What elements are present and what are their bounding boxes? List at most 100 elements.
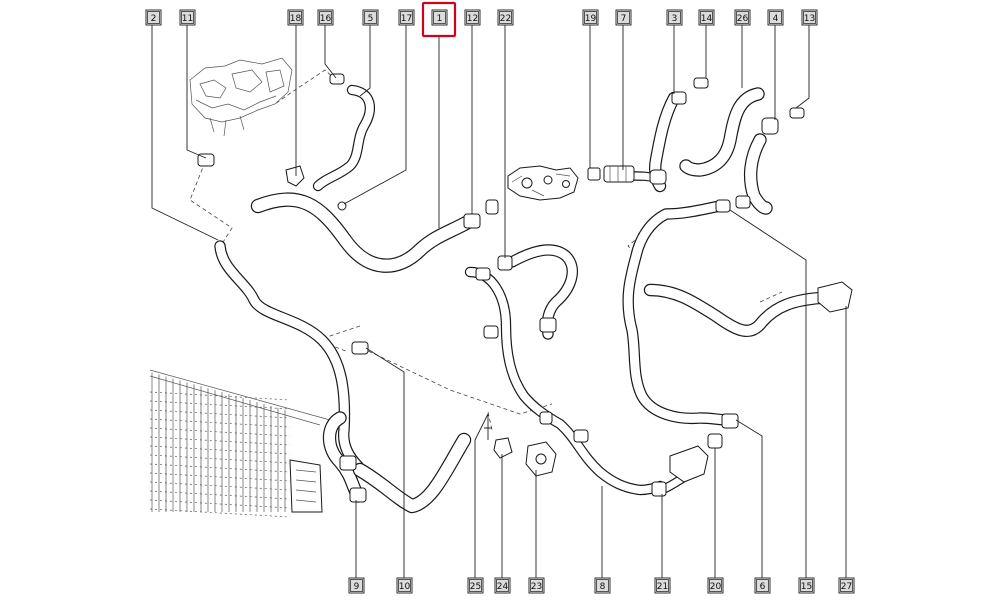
callout-16[interactable]: 16 [317,9,334,26]
callout-label: 13 [804,14,815,24]
clamp-15b [735,195,751,209]
clamp-9b [349,487,367,503]
callout-label: 2 [151,14,157,24]
hose-4 [743,133,773,215]
clamp-20 [707,433,723,449]
callout-label: 17 [401,14,412,24]
callout-17[interactable]: 17 [398,9,415,26]
callout-23[interactable]: 23 [528,577,545,594]
sleeve-12 [485,199,499,215]
connector-3 [649,169,667,185]
callout-8[interactable]: 8 [594,577,611,594]
callout-label: 26 [737,14,749,24]
connector-27 [817,281,853,313]
callout-label: 6 [760,582,766,592]
clamp-21 [651,481,667,497]
leader-lines [151,25,847,578]
clamp-22 [497,255,513,271]
seal-19 [587,167,601,181]
clip-18 [285,165,305,187]
callout-25[interactable]: 25 [467,577,484,594]
small-parts [197,73,853,503]
hose-26 [679,87,765,177]
callout-4[interactable]: 4 [767,9,784,26]
callout-label: 3 [672,14,678,24]
connector-8b [573,429,589,443]
sensor-7 [603,165,635,183]
callout-label: 5 [368,14,374,24]
callout-label: 8 [600,582,606,592]
callout-label: 12 [467,14,478,24]
hose-2 [214,240,364,472]
callout-12[interactable]: 12 [464,9,481,26]
clamp-12 [463,213,481,229]
clamp-6 [721,413,739,429]
callout-2[interactable]: 2 [145,9,162,26]
connector-hose-c [539,317,557,333]
callout-labels: 2 11 18 16 5 17 1 12 22 19 7 3 14 26 4 13 9 10 25 24 23 8 21 20… [145,9,855,594]
callout-label: 15 [801,582,812,592]
callout-15[interactable]: 15 [798,577,815,594]
clamp-9a [339,455,357,471]
callout-label: 18 [290,14,302,24]
callout-label: 9 [354,582,360,592]
clamp-3 [671,91,687,105]
connector-hose-b [483,325,499,339]
clamp-15a [715,199,731,213]
connector-hose-a [475,267,491,281]
callout-11[interactable]: 11 [179,9,196,26]
clamp-10 [351,341,369,355]
clamp-13 [789,107,805,119]
callout-27[interactable]: 27 [838,577,855,594]
selected-callout-highlight [421,1,457,38]
callout-20[interactable]: 20 [707,577,724,594]
callout-label: 19 [585,14,597,24]
callout-18[interactable]: 18 [287,9,304,26]
callout-7[interactable]: 7 [615,9,632,26]
hose-1 [250,192,476,273]
engine-block [189,57,293,137]
callout-label: 14 [701,14,713,24]
callout-label: 7 [621,14,627,24]
radiator [149,369,331,518]
callout-label: 4 [773,14,779,24]
callout-label: 20 [710,582,722,592]
callout-1[interactable]: 1 [431,9,448,26]
hose-10 [352,432,472,514]
assembly-lines [189,69,783,431]
callout-19[interactable]: 19 [582,9,599,26]
callout-10[interactable]: 10 [396,577,413,594]
callout-label: 27 [841,582,852,592]
callout-9[interactable]: 9 [348,577,365,594]
callout-5[interactable]: 5 [362,9,379,26]
hose-8 [464,266,666,496]
callout-26[interactable]: 26 [734,9,751,26]
hose-27 [643,283,827,337]
clip-24 [493,437,513,459]
callout-21[interactable]: 21 [654,577,671,594]
callout-label: 16 [320,14,332,24]
valve-20 [669,445,709,483]
hose-22 [506,244,579,340]
callout-24[interactable]: 24 [494,577,511,594]
callout-22[interactable]: 22 [497,9,514,26]
callout-label: 10 [399,582,411,592]
callout-6[interactable]: 6 [754,577,771,594]
callout-14[interactable]: 14 [698,9,715,26]
callout-label: 23 [531,582,542,592]
callout-13[interactable]: 13 [801,9,818,26]
callout-3[interactable]: 3 [666,9,683,26]
hose-5 [312,84,376,192]
connector-8a [539,411,553,425]
callout-label: 21 [657,582,668,592]
callout-label: 24 [497,582,509,592]
connector-4 [761,117,779,135]
clamp-14 [693,77,709,89]
clamp-16 [329,73,345,85]
water-outlet-housing [507,165,579,201]
callout-label: 22 [500,14,511,24]
callout-label: 25 [470,582,481,592]
hose-group [214,84,827,514]
